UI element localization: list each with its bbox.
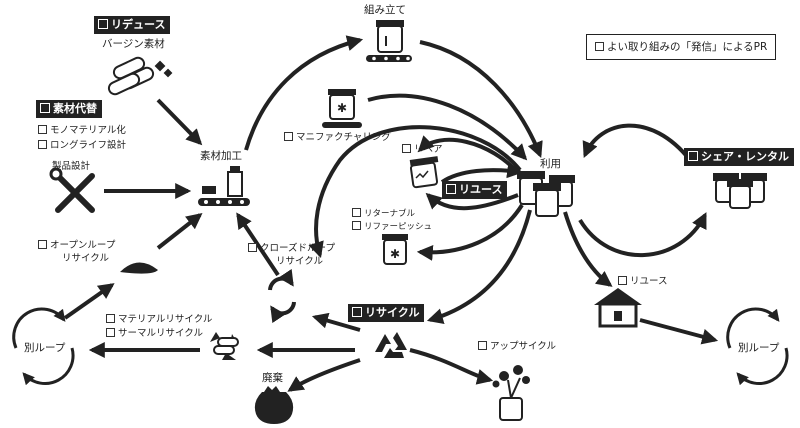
- label-closed-loop-2: リサイクル: [276, 256, 324, 267]
- checkbox-icon: [688, 151, 698, 161]
- arrow-processing-to-assembly: [244, 35, 364, 151]
- label-use: 利用: [540, 158, 561, 170]
- checkbox-icon: [402, 144, 411, 153]
- label-repair: リペア: [402, 144, 443, 156]
- closed-loop-icon: [268, 268, 296, 324]
- pr-note-text: よい取り組みの「発信」によるPR: [607, 41, 768, 53]
- arrow-open-to-processing: [156, 213, 203, 250]
- svg-text:✱: ✱: [337, 101, 347, 115]
- arrow-recycle-to-closed: [311, 312, 361, 332]
- checkbox-icon: [98, 19, 108, 29]
- material-processing-icon: [198, 166, 250, 206]
- label-closed-loop: クローズドループ: [248, 243, 335, 255]
- arrow-use-to-house: [563, 211, 613, 287]
- arrow-share-top: [582, 123, 692, 162]
- checkbox-icon: [106, 328, 115, 337]
- label-manufacturing: マニファクチャリング: [284, 132, 391, 144]
- use-icon: [517, 171, 575, 217]
- house-icon: [594, 288, 642, 328]
- virgin-material-icon: [107, 56, 173, 96]
- checkbox-icon: [38, 125, 47, 134]
- pr-note-box: よい取り組みの「発信」によるPR: [586, 34, 777, 60]
- checkbox-icon: [106, 314, 115, 323]
- checkbox-icon: [38, 240, 47, 249]
- label-open-loop: オープンループ: [38, 240, 115, 252]
- checkbox-icon: [446, 184, 456, 194]
- tag-share-rental: シェア・レンタル: [684, 148, 794, 166]
- label-upcycle: アップサイクル: [478, 341, 556, 353]
- checkbox-icon: [284, 132, 293, 141]
- tag-reduce: リデュース: [94, 16, 171, 34]
- returnable-icon: ✱: [382, 234, 408, 265]
- arrow-recycle-to-upcycle: [409, 348, 494, 385]
- arrow-manufacturing-to-use: [367, 93, 528, 161]
- checkbox-icon: [248, 243, 257, 252]
- checkbox-icon: [40, 103, 50, 113]
- other-loop-right: [726, 307, 789, 386]
- checkbox-icon: [352, 208, 361, 217]
- label-mono-material: モノマテリアル化: [38, 125, 126, 137]
- label-material-processing: 素材加工: [200, 150, 242, 162]
- other-loop-left: [12, 307, 75, 386]
- arrow-repair-to-use: [440, 162, 524, 184]
- arrow-refill: [416, 203, 524, 261]
- label-other-loop-left: 別ループ: [24, 342, 66, 354]
- label-reuse-small: リユース: [618, 276, 668, 288]
- label-returnable: リターナブル: [352, 208, 415, 220]
- label-long-life-design: ロングライフ設計: [38, 140, 126, 152]
- checkbox-icon: [352, 307, 362, 317]
- disposal-bag-icon: [254, 386, 294, 424]
- label-thermal-recycle: サーマルリサイクル: [106, 328, 203, 340]
- label-disposal: 廃棄: [262, 372, 283, 384]
- manufacturing-icon: ✱: [322, 89, 362, 128]
- label-open-loop-2: リサイクル: [62, 253, 110, 264]
- arrow-house-to-loop: [639, 318, 719, 345]
- upcycle-icon: [492, 365, 530, 421]
- checkbox-icon: [595, 42, 604, 51]
- arrow-share-bottom: [578, 212, 707, 257]
- arrow-loop-to-open: [63, 283, 115, 320]
- tag-material-substitution: 素材代替: [36, 100, 102, 118]
- assembly-icon: [366, 20, 412, 62]
- arrow-assembly-to-use: [419, 40, 543, 158]
- arrow-inner-loop: [308, 125, 522, 259]
- checkbox-icon: [618, 276, 627, 285]
- label-assembly: 組み立て: [364, 4, 406, 16]
- arrow-recycle-to-disposal: [287, 358, 361, 392]
- label-virgin-material: バージン素材: [102, 38, 165, 50]
- label-other-loop-right: 別ループ: [738, 342, 780, 354]
- share-rental-icon: [713, 173, 767, 209]
- svg-text:✱: ✱: [390, 247, 400, 261]
- label-material-recycle: マテリアルリサイクル: [106, 314, 212, 326]
- checkbox-icon: [38, 140, 47, 149]
- arrow-closed-to-processing: [236, 212, 280, 277]
- arrow-reduce-to-processing: [156, 98, 203, 146]
- flow-arrows: [63, 35, 719, 392]
- tag-reuse: リユース: [442, 181, 508, 199]
- powder-pile-icon: [120, 262, 158, 274]
- label-product-design: 製品設計: [52, 161, 91, 172]
- checkbox-icon: [352, 221, 361, 230]
- recycle-icon: [375, 332, 407, 358]
- tag-recycle: リサイクル: [348, 304, 425, 322]
- arrow-returnable: [425, 192, 519, 211]
- label-refill-pitch: リファーピッシュ: [352, 221, 432, 233]
- material-recycle-icon: [210, 332, 239, 360]
- arrow-use-to-recycle: [426, 209, 532, 324]
- repair-icon: [409, 156, 439, 189]
- tools-icon: [49, 167, 95, 213]
- checkbox-icon: [478, 341, 487, 350]
